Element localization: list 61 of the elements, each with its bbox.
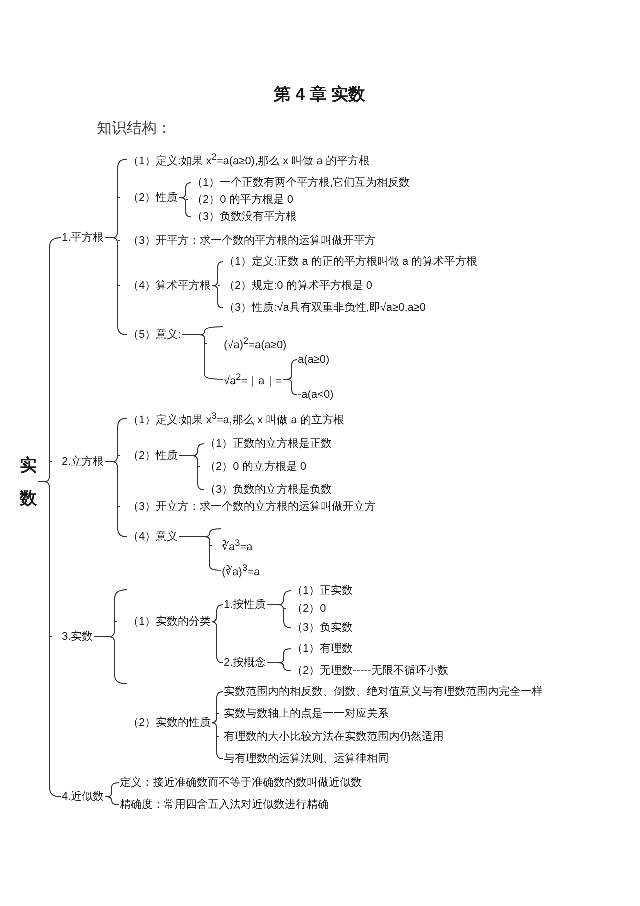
brace <box>38 238 62 798</box>
item-text: 有理数的大小比较方法在实数范围内仍然适用 <box>219 729 444 745</box>
item-text: 实数与数轴上的点是一一对应关系 <box>219 706 389 722</box>
section-label: 3.实数 <box>52 629 94 645</box>
item-text: 定义：接近准确数而不等于准确数的数叫做近似数 <box>114 775 362 791</box>
section-label: 1.平方根 <box>52 230 104 246</box>
brace <box>178 528 222 571</box>
branch-label: （5）意义: <box>120 327 182 343</box>
branch-label: （4）算术平方根 <box>120 278 212 294</box>
branch-label: （2）实数的性质 <box>128 715 212 731</box>
item-text: （1）定义:如果 x$^{2}$=a(a≥0),那么 x 叫做 a 的平方根 <box>120 148 370 170</box>
brace <box>212 262 224 308</box>
topic-label: 实数 <box>20 449 37 515</box>
branch-label: （2）性质 <box>120 190 178 206</box>
item-text: （3）性质:√a具有双重非负性,即√a≥0,a≥0 <box>220 300 426 316</box>
item-text: 实数范围内的相反数、倒数、绝对值意义与有理数范围内完全一样 <box>219 684 543 700</box>
item-text: （3）负实数 <box>286 620 354 636</box>
title: 第 4 章 实数 <box>274 84 366 106</box>
branch-label: 1.按性质 <box>219 597 266 613</box>
brace <box>178 182 192 218</box>
item-text: 精确度：常用四舍五入法对近似数进行精确 <box>114 797 329 813</box>
item-text: （2）规定:0 的算术平方根是 0 <box>220 278 373 294</box>
item-text: （2）0 的平方根是 0 <box>188 192 294 208</box>
item-text: （3）负数的立方根是负数 <box>200 482 332 498</box>
item-text: （1）一个正数有两个平方根,它们互为相反数 <box>188 175 410 191</box>
item-text: （2）0 <box>286 601 326 617</box>
formula-text: -a(a<0) <box>294 387 334 403</box>
formula-text: (∛a)$^{3}$=a <box>212 560 260 580</box>
brace <box>266 648 292 672</box>
formula-text: ∛a$^{3}$=a <box>212 534 253 556</box>
brace <box>104 782 120 806</box>
item-text: （1）正实数 <box>286 583 354 599</box>
item-text: （1）有理数 <box>286 641 354 657</box>
brace <box>104 418 128 538</box>
item-text: 与有理数的运算法则、运算律相同 <box>219 751 389 767</box>
branch-label: （1）实数的分类 <box>117 614 212 630</box>
section-label: 2.立方根 <box>52 454 104 470</box>
item-text: （1）定义:如果 x$^{3}$=a,那么 x 叫做 a 的立方根 <box>120 408 344 428</box>
subheading: 知识结构： <box>97 118 172 138</box>
brace <box>266 590 292 628</box>
item-text: （3）开平方：求一个数的平方根的运算叫做开平方 <box>120 233 376 249</box>
brace <box>94 590 128 684</box>
brace <box>104 159 128 336</box>
brace <box>178 444 204 490</box>
brace <box>212 692 224 760</box>
item-text: （2）0 的立方根是 0 <box>200 459 306 475</box>
formula-text: (√a)$^{2}$=a(a≥0) <box>207 332 287 354</box>
brace <box>182 326 224 380</box>
item-text: （1）定义:正数 a 的正的平方根叫做 a 的算术平方根 <box>220 254 478 270</box>
formula-text: √a$^{2}$=｜a｜= <box>207 368 282 390</box>
branch-label: 2.按概念 <box>219 655 266 671</box>
item-text: （3）负数没有平方根 <box>188 209 298 225</box>
section-label: 4.近似数 <box>52 789 104 805</box>
formula-text: a(a≥0) <box>294 352 330 368</box>
brace <box>212 604 224 664</box>
branch-label: （4）意义 <box>120 529 178 545</box>
item-text: （3）开立方：求一个数的立方根的运算叫做开立方 <box>120 499 376 515</box>
branch-label: （2）性质 <box>120 448 178 464</box>
item-text: （1）正数的立方根是正数 <box>200 436 332 452</box>
item-text: （2）无理数-----无限不循环小数 <box>286 663 448 679</box>
brace <box>282 360 298 396</box>
